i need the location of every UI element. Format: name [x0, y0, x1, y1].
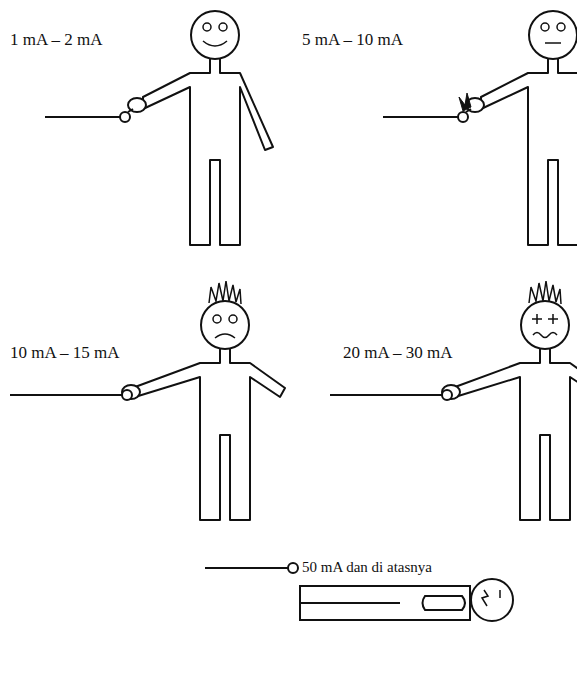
- current-label: 1 mA – 2 mA: [10, 30, 103, 50]
- wire: [205, 567, 288, 569]
- current-label: 50 mA dan di atasnya: [302, 558, 432, 576]
- person-arm: [423, 596, 466, 610]
- shock-mark: [482, 590, 488, 606]
- wavy-mouth: [533, 333, 557, 338]
- eye: [499, 590, 501, 598]
- eye: [541, 23, 549, 31]
- person-figure: [330, 281, 577, 520]
- flat-mouth: [545, 42, 561, 44]
- eye: [203, 23, 211, 31]
- person-body: [300, 586, 470, 620]
- smile-mouth: [203, 41, 227, 46]
- person-body: [383, 11, 577, 245]
- person-figure: [383, 11, 577, 245]
- eye: [557, 23, 565, 31]
- current-label: 5 mA – 10 mA: [302, 30, 403, 50]
- person-head: [471, 579, 513, 621]
- wire-end: [288, 563, 298, 573]
- current-label: 10 mA – 15 mA: [10, 343, 120, 363]
- current-label: 20 mA – 30 mA: [343, 343, 453, 363]
- person-body: [330, 281, 577, 520]
- eye: [229, 315, 237, 323]
- leg-gap: [300, 602, 400, 604]
- person-body: [10, 281, 285, 520]
- frown-mouth: [215, 334, 235, 338]
- spark-symbol: [459, 93, 471, 111]
- person-figure: [10, 281, 285, 520]
- eye: [213, 315, 221, 323]
- eye: [219, 23, 227, 31]
- cross-eyes: [532, 314, 558, 324]
